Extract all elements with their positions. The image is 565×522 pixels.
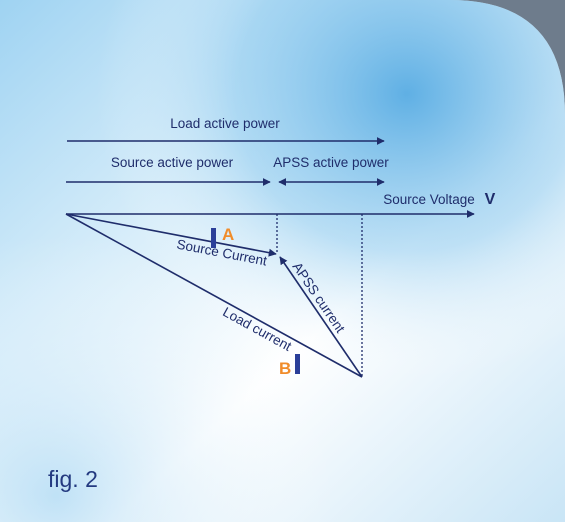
point-a-label: A [222,225,234,244]
apss-current-vector [279,256,363,378]
source-voltage-label: Source Voltage [383,192,475,207]
point-b-marker [295,354,300,374]
source-current-vector [65,213,277,257]
load-current-vector [65,213,363,378]
voltage-symbol: V [485,191,496,208]
point-a-marker [211,228,216,248]
figure-caption: fig. 2 [48,466,98,492]
point-b-label: B [279,359,291,378]
apss-active-power-label: APSS active power [273,155,389,170]
load-active-power-label: Load active power [170,116,280,131]
source-active-power-label: Source active power [111,155,234,170]
